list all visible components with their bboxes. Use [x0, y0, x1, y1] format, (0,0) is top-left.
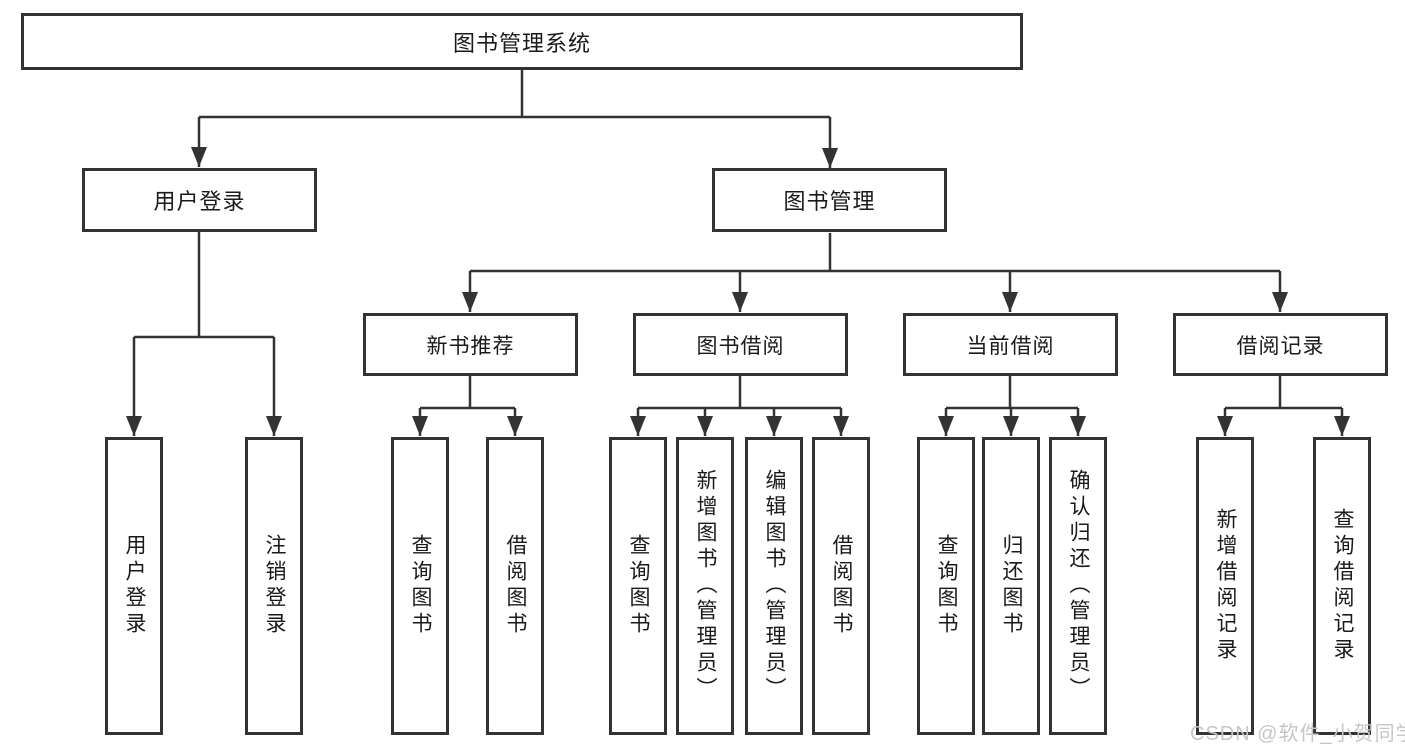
leaf-label: 新增图书（管理员）	[694, 469, 718, 703]
leaf-label: 查询图书	[409, 534, 433, 638]
csdn-watermark: CSDN @软件_小贺同学	[1190, 723, 1405, 745]
leaf-label: 借阅图书	[830, 534, 854, 638]
leaf-query-borrow-record: 查询借阅记录	[1313, 437, 1371, 735]
node-library-management-system: 图书管理系统	[21, 13, 1023, 70]
node-label: 借阅记录	[1236, 334, 1325, 358]
leaf-label: 新增借阅记录	[1214, 508, 1238, 664]
leaf-query-books-borrowing: 查询图书	[609, 437, 667, 735]
leaf-user-login: 用户登录	[105, 437, 163, 735]
node-label: 图书借阅	[696, 334, 785, 358]
node-current-borrowing: 当前借阅	[903, 313, 1118, 376]
leaf-label: 用户登录	[123, 534, 147, 638]
leaf-edit-book-admin: 编辑图书（管理员）	[745, 437, 803, 735]
leaf-query-books-newbook: 查询图书	[391, 437, 449, 735]
node-new-book-recommendation: 新书推荐	[363, 313, 578, 376]
leaf-borrow-books-newbook: 借阅图书	[486, 437, 544, 735]
leaf-label: 注销登录	[263, 534, 287, 638]
leaf-borrow-books-borrowing: 借阅图书	[812, 437, 870, 735]
leaf-label: 查询借阅记录	[1331, 508, 1355, 664]
leaf-label: 确认归还（管理员）	[1067, 469, 1091, 703]
node-borrowing-records: 借阅记录	[1173, 313, 1388, 376]
node-user-login: 用户登录	[82, 168, 317, 232]
leaf-label: 编辑图书（管理员）	[763, 469, 787, 703]
connector-lines	[134, 69, 1342, 410]
node-label: 新书推荐	[426, 334, 515, 358]
node-label: 图书管理系统	[452, 30, 591, 56]
node-book-management: 图书管理	[712, 168, 947, 232]
node-label: 图书管理	[783, 189, 876, 214]
leaf-add-book-admin: 新增图书（管理员）	[676, 437, 734, 735]
node-label: 用户登录	[153, 189, 246, 214]
leaf-label: 借阅图书	[504, 534, 528, 638]
node-label: 当前借阅	[966, 334, 1055, 358]
leaf-add-borrow-record: 新增借阅记录	[1196, 437, 1254, 735]
leaf-logout: 注销登录	[245, 437, 303, 735]
leaf-label: 查询图书	[627, 534, 651, 638]
connector-arrows	[126, 117, 1350, 436]
leaf-query-books-current: 查询图书	[917, 437, 975, 735]
leaf-confirm-return-admin: 确认归还（管理员）	[1049, 437, 1107, 735]
node-book-borrowing: 图书借阅	[633, 313, 848, 376]
leaf-return-books: 归还图书	[982, 437, 1040, 735]
leaf-label: 查询图书	[935, 534, 959, 638]
leaf-label: 归还图书	[1000, 534, 1024, 638]
